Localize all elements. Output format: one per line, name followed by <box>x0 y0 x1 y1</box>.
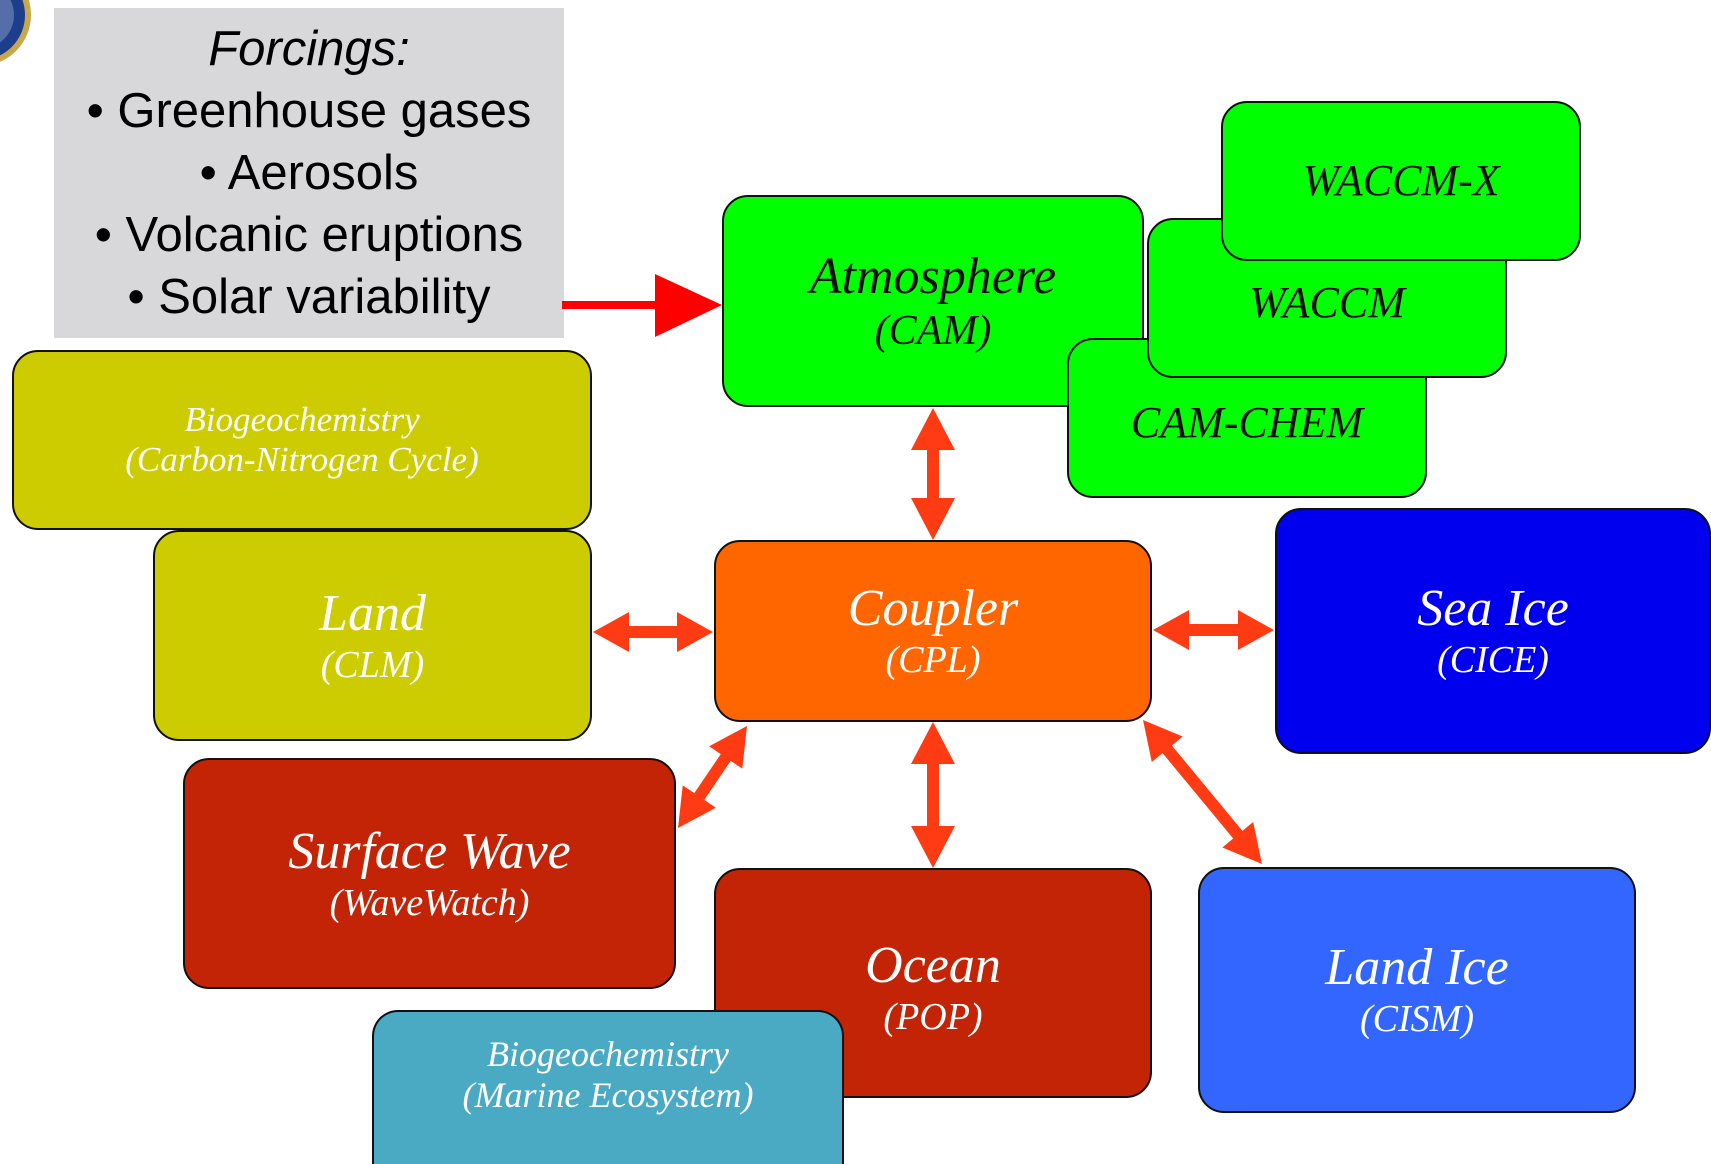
coupler-code: (CPL) <box>885 639 981 682</box>
atmosphere-coupler-arrow <box>911 408 955 540</box>
sea-ice-box: Sea Ice (CICE) <box>1275 508 1711 754</box>
land-code: (CLM) <box>320 643 425 686</box>
atmosphere-label: Atmosphere <box>809 247 1057 305</box>
surface-wave-code: (WaveWatch) <box>329 881 530 924</box>
sea-ice-code: (CICE) <box>1437 639 1549 682</box>
land-biogeochemistry-box: Biogeochemistry (Carbon-Nitrogen Cycle) <box>12 350 592 530</box>
land-ice-box: Land Ice (CISM) <box>1198 867 1636 1113</box>
ocean-bgc-label: Biogeochemistry <box>487 1034 729 1074</box>
coupler-sea-ice-arrow <box>1153 610 1274 650</box>
forcing-arrow <box>562 274 722 337</box>
lab-seal-logo <box>0 0 31 62</box>
waccm-x-box: WACCM-X <box>1221 101 1581 261</box>
forcing-item-greenhouse-gases: • Greenhouse gases <box>86 84 532 138</box>
surface-wave-label: Surface Wave <box>288 822 571 880</box>
coupler-land-ice-arrow <box>1143 720 1262 864</box>
sea-ice-label: Sea Ice <box>1417 580 1569 638</box>
coupler-label: Coupler <box>847 580 1019 638</box>
forcing-item-solar-variability: • Solar variability <box>127 270 491 324</box>
ocean-biogeochemistry-box: Biogeochemistry (Marine Ecosystem) <box>372 1010 844 1164</box>
forcings-title: Forcings: <box>208 22 410 76</box>
forcing-item-volcanic-eruptions: • Volcanic eruptions <box>94 208 524 262</box>
cam-chem-label: CAM-CHEM <box>1130 398 1364 447</box>
coupler-box: Coupler (CPL) <box>714 540 1152 722</box>
forcings-panel: Forcings: • Greenhouse gases • Aerosols … <box>54 8 564 338</box>
surface-wave-box: Surface Wave (WaveWatch) <box>183 758 676 989</box>
land-bgc-label: Biogeochemistry <box>184 399 420 439</box>
land-ice-label: Land Ice <box>1325 939 1509 997</box>
coupler-ocean-arrow <box>911 722 955 868</box>
land-ice-code: (CISM) <box>1360 998 1474 1041</box>
coupler-surface-wave-arrow <box>678 726 747 828</box>
ocean-bgc-sublabel: (Marine Ecosystem) <box>462 1075 754 1116</box>
land-label: Land <box>319 584 426 642</box>
waccm-x-label: WACCM-X <box>1302 155 1500 205</box>
land-box: Land (CLM) <box>153 530 592 741</box>
land-bgc-sublabel: (Carbon-Nitrogen Cycle) <box>125 440 479 479</box>
forcing-item-aerosols: • Aerosols <box>199 146 419 200</box>
atmosphere-code: (CAM) <box>874 307 992 354</box>
ocean-label: Ocean <box>865 937 1001 994</box>
forcing-arrow-shape <box>562 274 722 337</box>
land-coupler-arrow <box>593 612 713 652</box>
waccm-label: WACCM <box>1249 278 1405 327</box>
ocean-code: (POP) <box>883 995 983 1038</box>
